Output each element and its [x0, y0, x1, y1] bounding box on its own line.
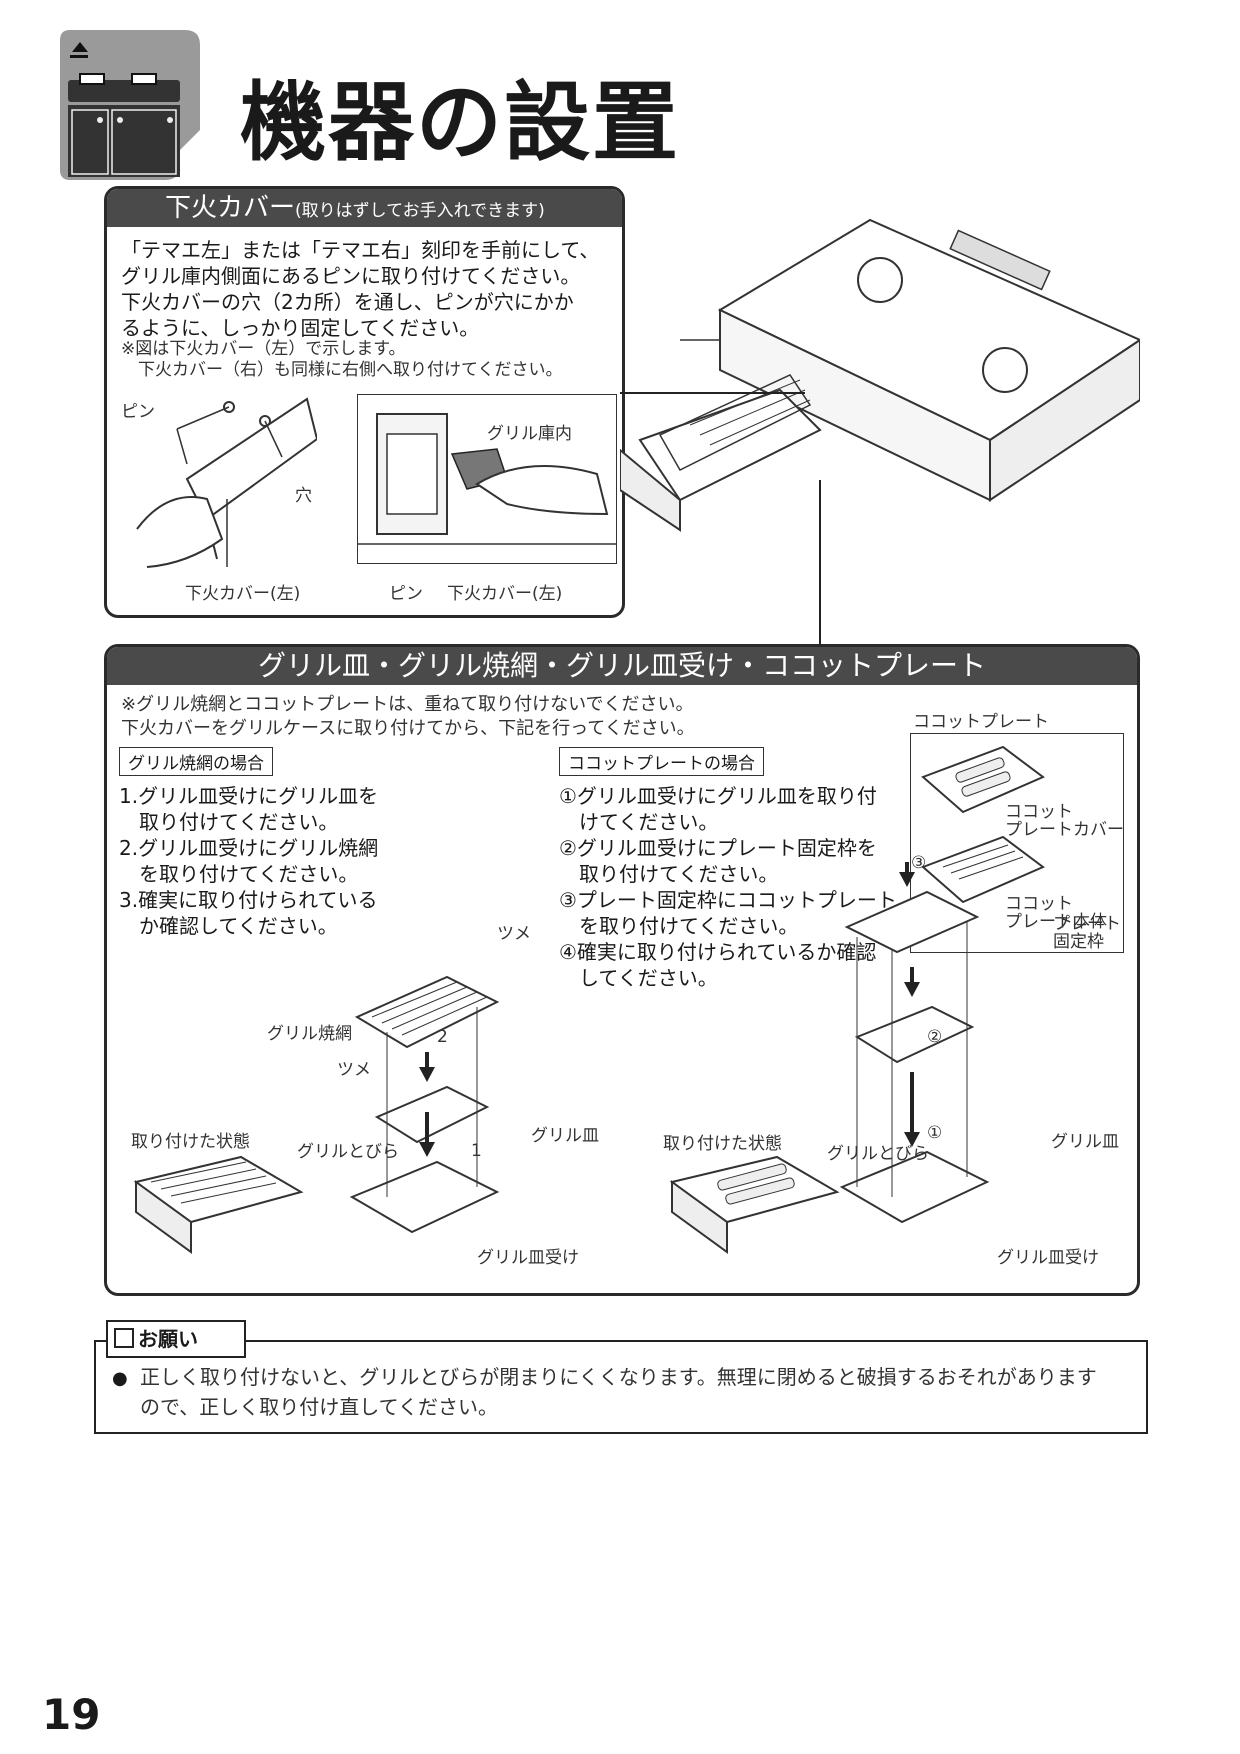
label-grill-inside: グリル庫内: [487, 424, 572, 444]
label-tsume-2: ツメ: [337, 1060, 371, 1080]
label-c1: ①: [927, 1123, 943, 1143]
plate-step-1: ①グリル皿受けにグリル皿を取り付 けてください。: [559, 784, 877, 834]
plate-step-4: ④確実に取り付けられているか確認 してください。: [559, 940, 877, 990]
bullet-icon: ●: [112, 1368, 128, 1389]
cover-heading-note: (取りはずしてお手入れできます): [295, 201, 545, 221]
request-section: お願い ● 正しく取り付けないと、グリルとびらが閉まりにくくなります。無理に閉め…: [94, 1320, 1148, 1434]
request-heading: お願い: [138, 1327, 198, 1351]
label-cocotte-body: ココット プレート本体: [1005, 894, 1107, 932]
leader-lines: [620, 392, 821, 645]
net-step-2: 2.グリル皿受けにグリル焼網 を取り付けてください。: [119, 836, 379, 886]
label-grill-dish-2: グリル皿: [1051, 1132, 1119, 1152]
cover-section-header: 下火カバー(取りはずしてお手入れできます): [107, 189, 622, 227]
cover-heading: 下火カバー: [165, 193, 296, 223]
label-pin-2: ピン: [389, 584, 423, 604]
label-cocotte-cover: ココット プレートカバー: [1005, 802, 1124, 840]
label-grill-dish-1: グリル皿: [531, 1126, 599, 1146]
label-grill-door-1: グリルとびら: [297, 1142, 399, 1162]
request-text: 正しく取り付けないと、グリルとびらが閉まりにくくなります。無理に閉めると破損する…: [140, 1365, 1097, 1419]
request-icon: [114, 1328, 134, 1348]
page-title: 機器の設置: [240, 72, 680, 173]
label-attached-1: 取り付けた状態: [131, 1132, 250, 1152]
label-dish-holder-2: グリル皿受け: [997, 1248, 1099, 1268]
label-c2: ②: [927, 1027, 943, 1047]
net-step-1: 1.グリル皿受けにグリル皿を 取り付けてください。: [119, 784, 379, 834]
label-grill-door-2: グリルとびら: [827, 1144, 929, 1164]
label-tsume-1: ツメ: [497, 924, 531, 944]
plate-step-2: ②グリル皿受けにプレート固定枠を 取り付けてください。: [559, 836, 877, 886]
grill-section-header: グリル皿・グリル焼網・グリル皿受け・ココットプレート: [107, 647, 1137, 685]
net-assembly-diagram: [349, 975, 500, 1234]
case-plate-tag: ココットプレートの場合: [559, 747, 764, 776]
label-hole: 穴: [295, 486, 312, 506]
label-grill-net: グリル焼網: [267, 1024, 352, 1044]
label-n1: 1: [471, 1141, 482, 1161]
grill-heading: グリル皿・グリル焼網・グリル皿受け・ココットプレート: [257, 649, 986, 682]
label-cocotte-plate: ココットプレート: [913, 712, 1049, 732]
label-c3: ③: [911, 853, 927, 873]
gas-stove-illustration: [620, 218, 1140, 532]
cover-note: ※図は下火カバー（左）で示します。 下火カバー（右）も同様に右側へ取り付けてくだ…: [121, 339, 563, 380]
cocotte-plate-box: [910, 733, 1124, 953]
label-cover-left-1: 下火カバー(左): [185, 584, 301, 604]
case-net-tag: グリル焼網の場合: [119, 747, 273, 776]
net-step-3: 3.確実に取り付けられている か確認してください。: [119, 888, 378, 938]
net-attached-illustration: [133, 1155, 304, 1254]
grill-notes: ※グリル焼網とココットプレートは、重ねて取り付けないでください。 下火カバーをグ…: [121, 694, 695, 739]
cover-instructions: 「テマエ左」または「テマエ右」刻印を手前にして、 グリル庫内側面にあるピンに取り…: [121, 238, 600, 340]
cover-section: 下火カバー(取りはずしてお手入れできます) 「テマエ左」または「テマエ右」刻印を…: [104, 186, 625, 618]
plate-attached-illustration: [669, 1155, 840, 1254]
stove-installation-icon: [60, 30, 200, 180]
label-n2: 2: [437, 1027, 448, 1047]
page-number: 19: [42, 1690, 101, 1739]
grill-inside-illustration: [357, 394, 617, 564]
plate-assembly-diagram: [839, 862, 990, 1224]
cocotte-plate-illustration: [921, 745, 1045, 904]
request-header: お願い: [106, 1320, 246, 1358]
plate-step-3: ③プレート固定枠にココットプレート を取り付けてください。: [559, 888, 897, 938]
label-cover-left-2: 下火カバー(左): [447, 584, 563, 604]
grill-section: グリル皿・グリル焼網・グリル皿受け・ココットプレート ※グリル焼網とココットプレ…: [104, 644, 1140, 1296]
label-plate-frame: プレート 固定枠: [1053, 914, 1121, 952]
label-dish-holder-1: グリル皿受け: [477, 1248, 579, 1268]
cover-left-illustration: [136, 397, 317, 568]
label-attached-2: 取り付けた状態: [663, 1134, 782, 1154]
label-pin-1: ピン: [121, 402, 155, 422]
